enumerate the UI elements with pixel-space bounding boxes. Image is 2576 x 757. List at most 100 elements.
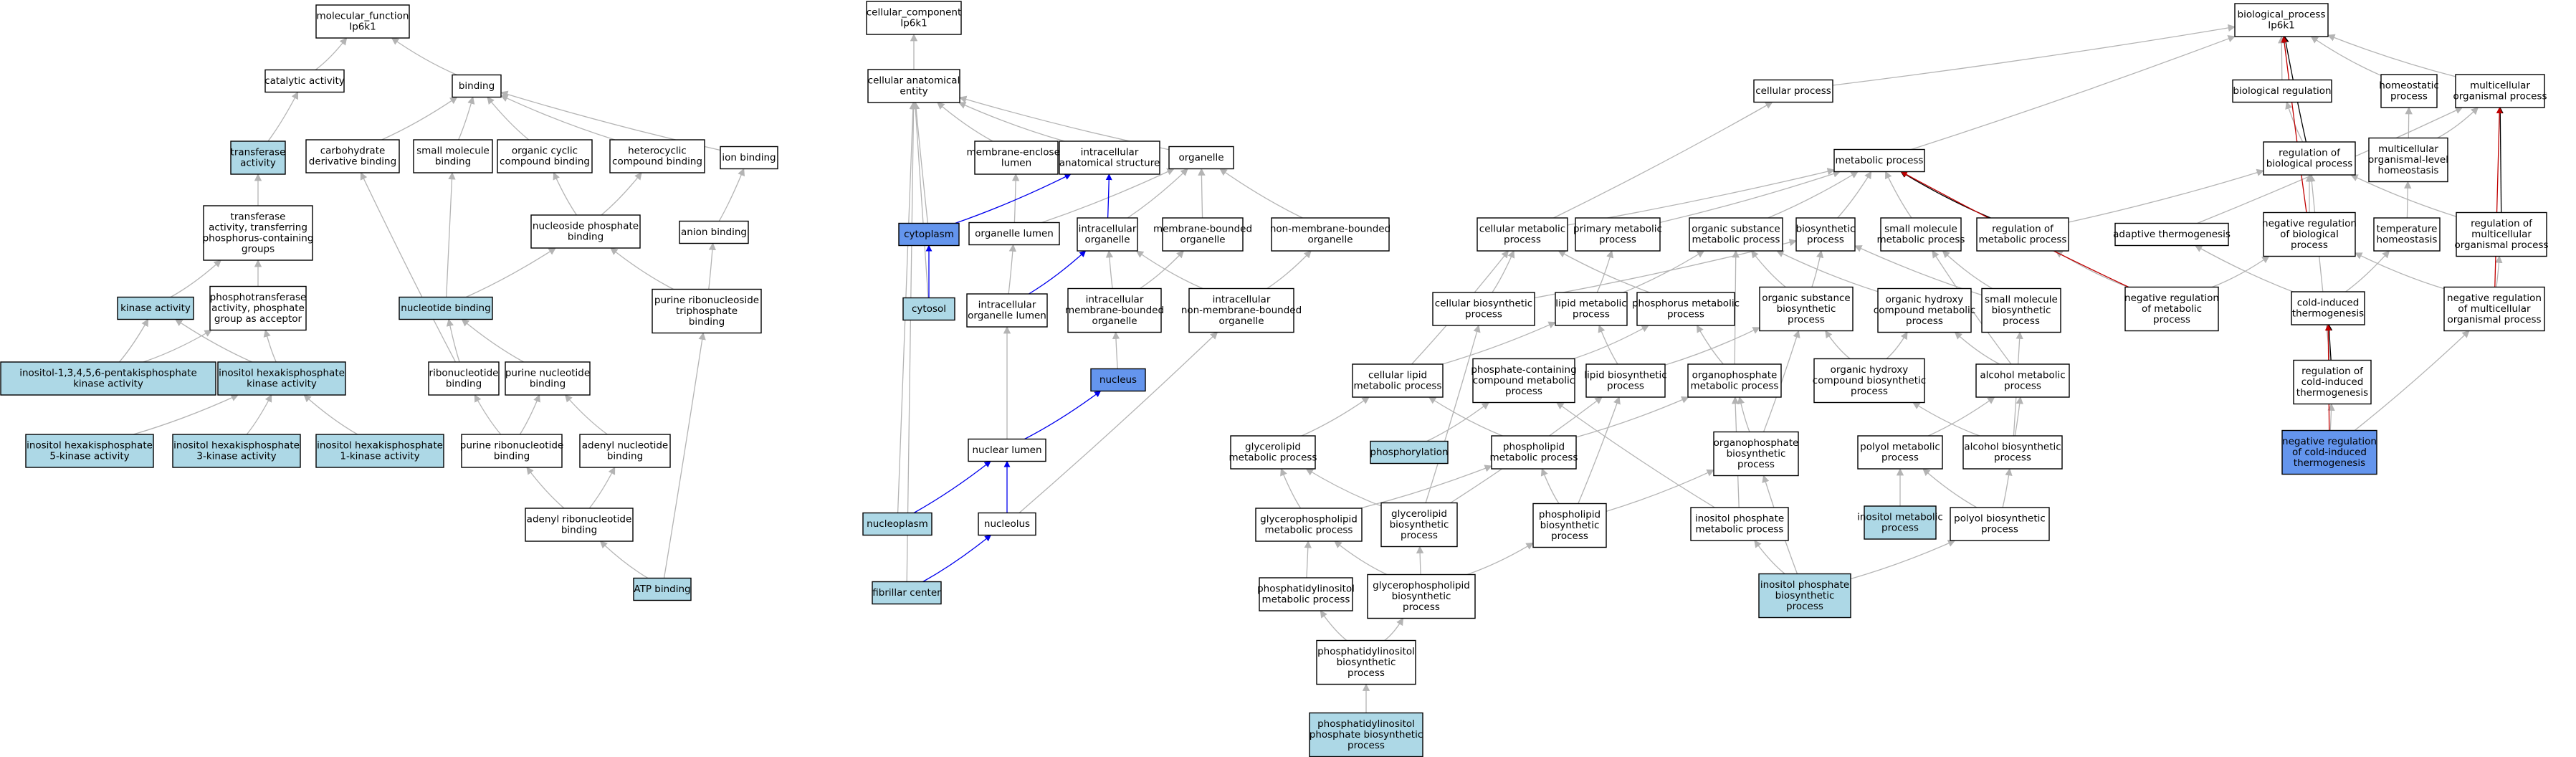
go-term-kinase-activity[interactable]: kinase activity bbox=[117, 296, 194, 320]
go-term-metabolic-process[interactable]: metabolic process bbox=[1833, 148, 1925, 173]
go-term-inositol-1-3-4-5-6-pentakisphosphate-kinase-activity[interactable]: inositol-1,3,4,5,6-pentakisphosphatekina… bbox=[0, 361, 216, 396]
go-term-phosphorylation[interactable]: phosphorylation bbox=[1370, 440, 1449, 465]
go-term-atp-binding[interactable]: ATP binding bbox=[633, 577, 692, 601]
go-term-organelle[interactable]: organelle bbox=[1168, 146, 1234, 170]
go-term-nucleus[interactable]: nucleus bbox=[1090, 368, 1146, 392]
go-term-cytosol[interactable]: cytosol bbox=[902, 297, 955, 321]
go-term-nucleolus[interactable]: nucleolus bbox=[978, 512, 1036, 536]
go-term-nuclear-lumen[interactable]: nuclear lumen bbox=[968, 438, 1046, 462]
go-term-organelle-lumen[interactable]: organelle lumen bbox=[968, 222, 1060, 246]
term-box bbox=[209, 285, 307, 331]
go-term-catalytic-activity[interactable]: catalytic activity bbox=[264, 69, 345, 93]
go-term-ion-binding[interactable]: ion binding bbox=[720, 146, 778, 170]
go-term-intracellular-non-membrane-bounded-organelle[interactable]: intracellularnon-membrane-boundedorganel… bbox=[1181, 287, 1302, 333]
go-term-binding[interactable]: binding bbox=[452, 74, 502, 98]
go-term-cytoplasm[interactable]: cytoplasm bbox=[898, 222, 960, 247]
go-term-anion-binding[interactable]: anion binding bbox=[679, 220, 749, 244]
go-term-biological-regulation[interactable]: biological regulation bbox=[2232, 79, 2332, 103]
go-term-nucleotide-binding[interactable]: nucleotide binding bbox=[399, 296, 493, 320]
go-term-fibrillar-center[interactable]: fibrillar center bbox=[872, 581, 942, 605]
go-term-adaptive-thermogenesis[interactable]: adaptive thermogenesis bbox=[2113, 222, 2231, 247]
go-term-nucleoplasm[interactable]: nucleoplasm bbox=[862, 512, 932, 536]
term-label: derivative binding bbox=[309, 156, 396, 168]
go-term-cellular-process[interactable]: cellular process bbox=[1753, 79, 1833, 103]
